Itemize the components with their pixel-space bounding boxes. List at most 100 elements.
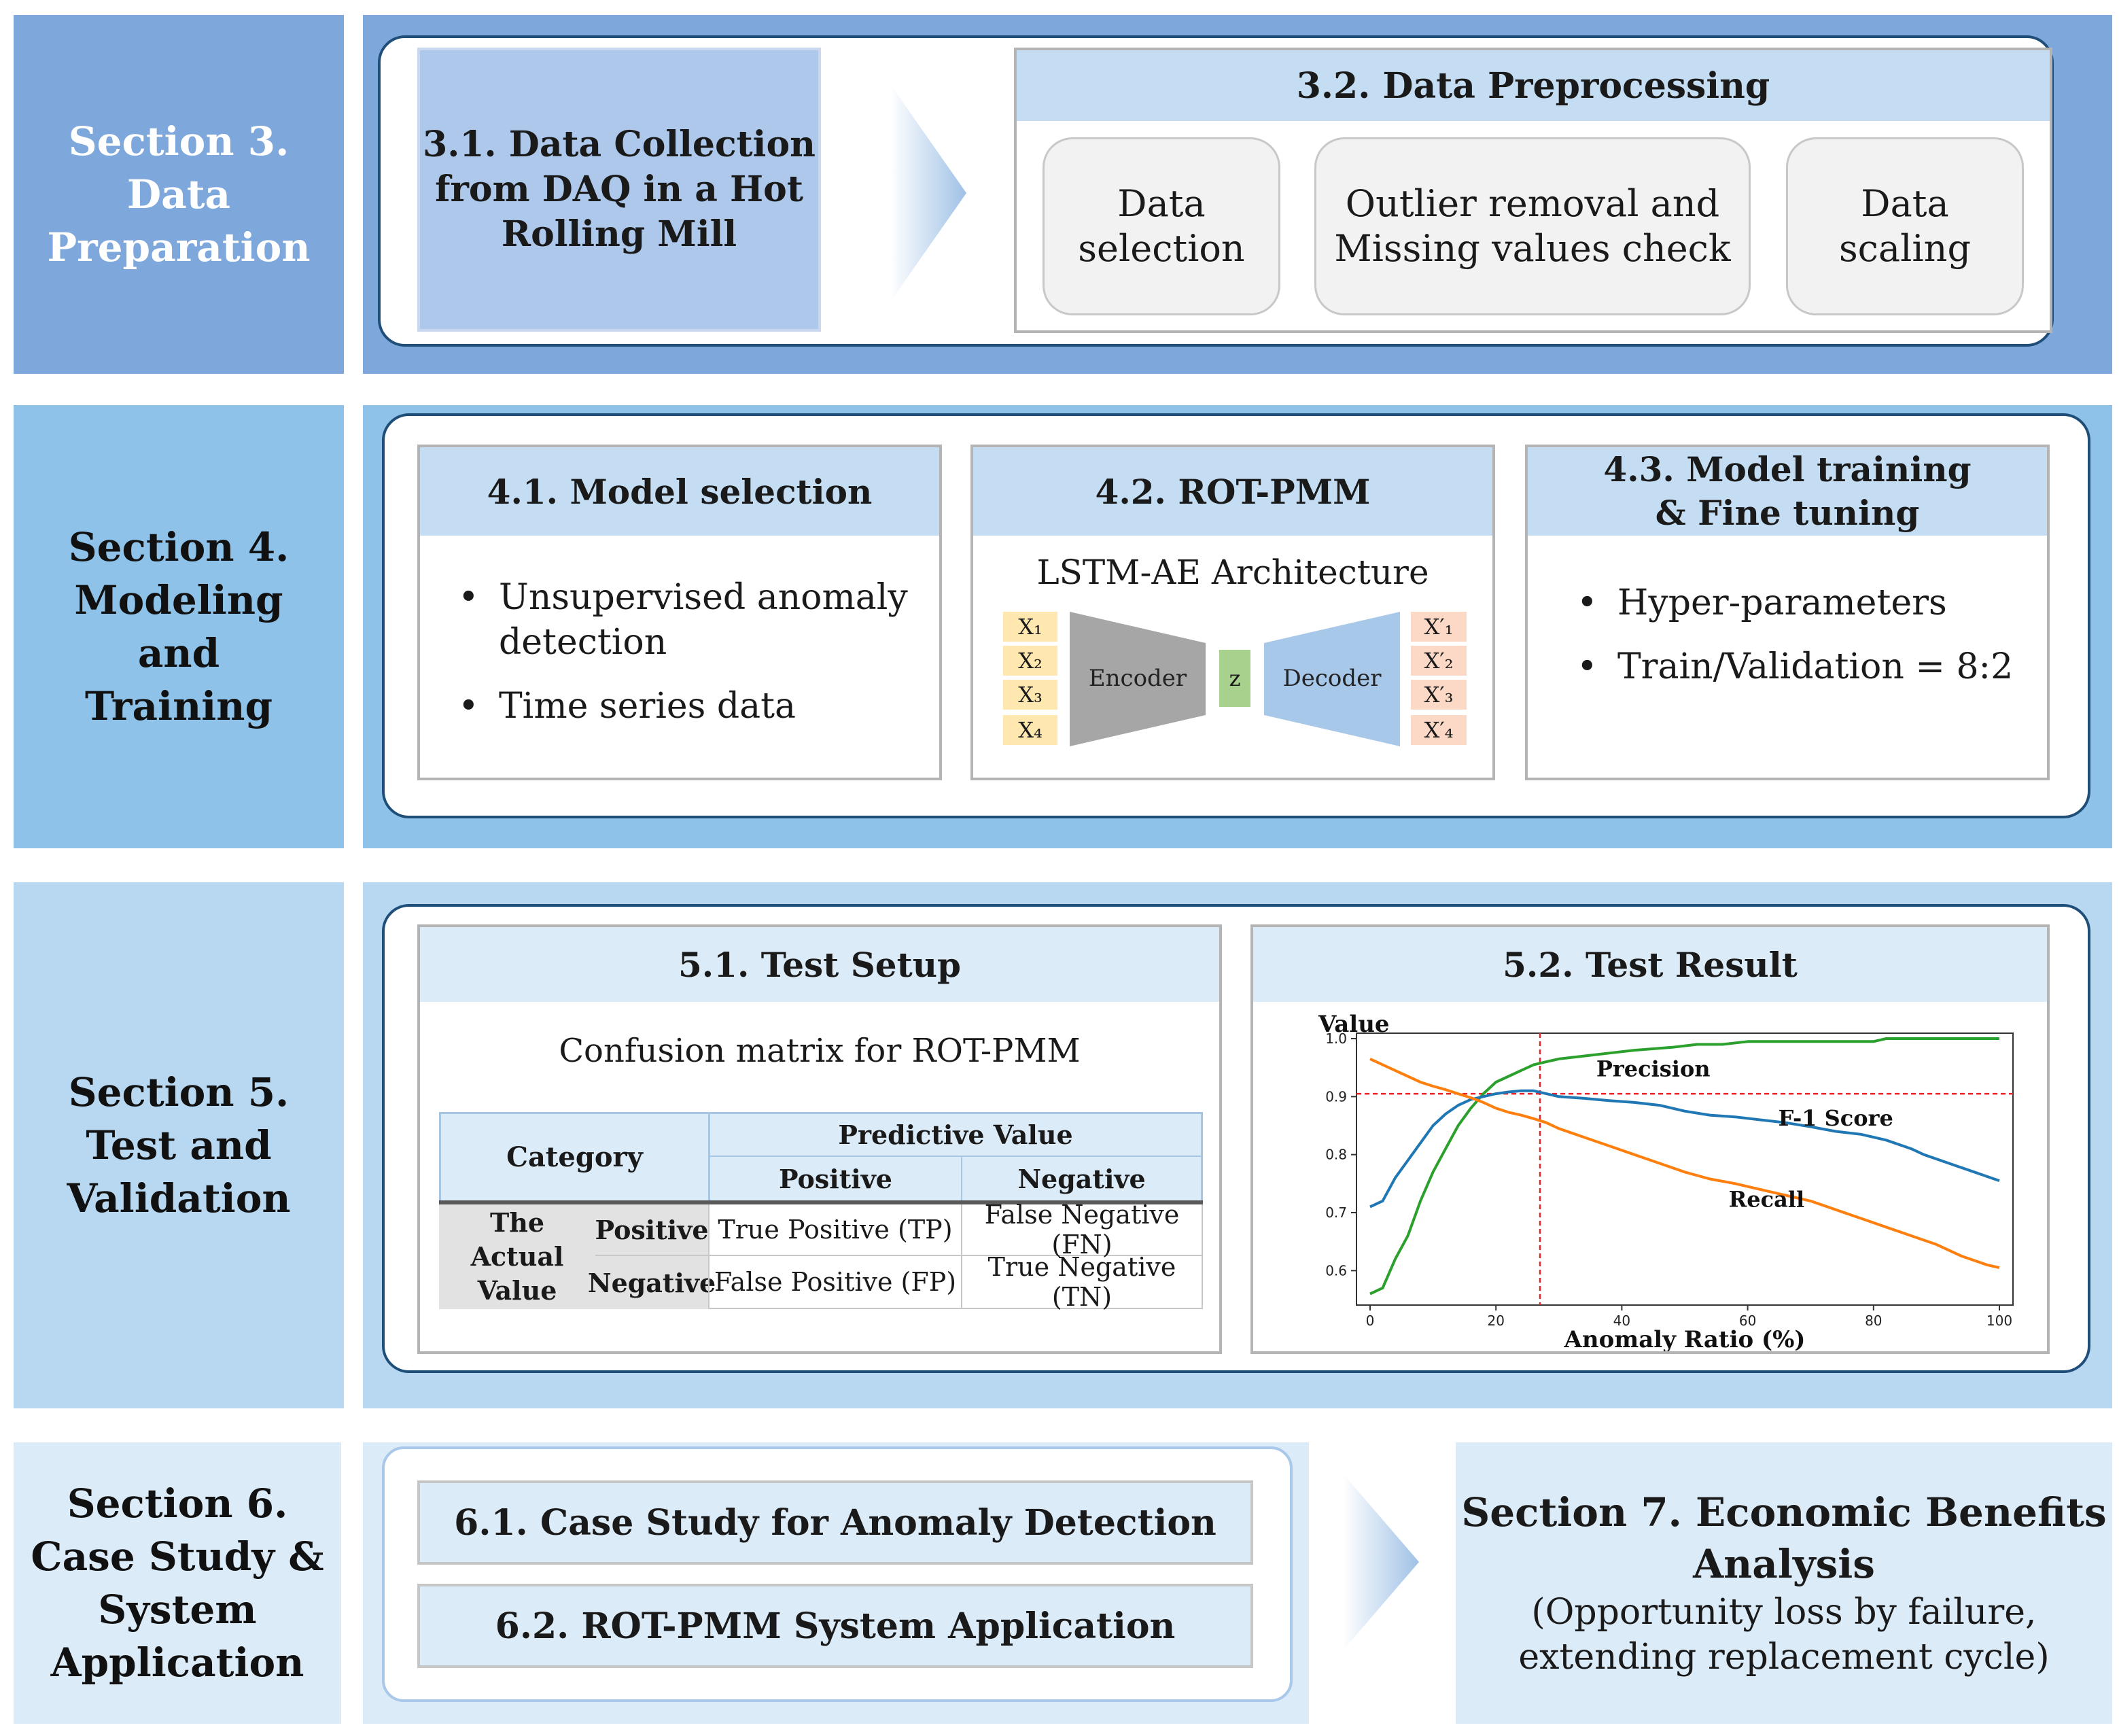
- header-pred-negative: Negative: [962, 1157, 1203, 1200]
- step-text: Missing values check: [1334, 227, 1731, 270]
- y-tick-label: 0.7: [1325, 1204, 1347, 1221]
- section-7-title-line: Analysis: [1693, 1541, 1875, 1587]
- case-study-item: 6.1. Case Study for Anomaly Detection: [417, 1480, 1253, 1565]
- model-training-title-line: 4.3. Model training: [1603, 449, 1972, 489]
- step-text: scaling: [1838, 227, 1972, 270]
- data-collection-title-line: from DAQ in a Hot: [435, 169, 803, 210]
- series-line-recall: [1369, 1058, 2000, 1270]
- section-3-label-line: Data: [126, 171, 231, 218]
- section-6-label-line: System: [98, 1586, 257, 1633]
- lstm-ae-subtitle: LSTM-AE Architecture: [1036, 553, 1429, 592]
- output-stack: X′₁ X′₂ X′₃ X′₄: [1411, 612, 1468, 745]
- cell-false-positive: False Positive (FP): [708, 1256, 962, 1309]
- x-tick-label: 0: [1366, 1313, 1375, 1329]
- section-5-label-line: Test and: [86, 1122, 272, 1168]
- section-7-subtitle-line: (Opportunity loss by failure,: [1531, 1592, 2037, 1633]
- model-training-box: 4.3. Model training & Fine tuning • Hype…: [1525, 445, 2050, 780]
- series-label-recall: Recall: [1729, 1186, 1804, 1212]
- output-x4: X′₄: [1411, 715, 1467, 745]
- model-selection-box: 4.1. Model selection • Unsupervised anom…: [417, 445, 942, 780]
- output-x1: X′₁: [1411, 612, 1467, 642]
- encoder-shape: [1070, 612, 1206, 746]
- model-selection-title: 4.1. Model selection: [420, 447, 939, 536]
- actual-value-line: Value: [477, 1275, 557, 1306]
- table-divider: [439, 1200, 1203, 1204]
- output-x2: X′₂: [1411, 646, 1467, 676]
- input-x3: X₃: [1003, 680, 1057, 710]
- section-3-label: Section 3. Data Preparation: [14, 15, 344, 374]
- step-text: Data: [1117, 182, 1206, 225]
- x-tick-label: 80: [1865, 1313, 1882, 1329]
- section-6-label-line: Application: [50, 1639, 304, 1686]
- x-tick-label: 100: [1986, 1313, 2012, 1329]
- input-stack: X₁ X₂ X₃ X₄: [1003, 612, 1060, 745]
- latent-z: z: [1219, 650, 1250, 707]
- section-7-title-line: Section 7. Economic Benefits: [1461, 1489, 2107, 1535]
- flow-arrow-icon: [1343, 1474, 1419, 1650]
- header-predictive-value: Predictive Value: [708, 1112, 1203, 1157]
- cell-true-negative: True Negative (TN): [962, 1252, 1203, 1312]
- y-tick-label: 0.6: [1325, 1262, 1347, 1279]
- step-text: selection: [1078, 227, 1245, 270]
- header-actual-negative: Negative: [588, 1256, 716, 1309]
- section-4-label-line: Training: [84, 683, 273, 729]
- data-collection-title-line: 3.1. Data Collection: [423, 124, 816, 165]
- test-result-title: 5.2. Test Result: [1253, 927, 2047, 1002]
- section-4-label-line: Section 4.: [68, 524, 290, 570]
- section-6-label: Section 6. Case Study & System Applicati…: [14, 1442, 341, 1724]
- section-5-label-line: Validation: [67, 1175, 291, 1221]
- decoder-label: Decoder: [1282, 665, 1382, 692]
- series-label-precision: Precision: [1596, 1056, 1711, 1081]
- model-training-title-line: & Fine tuning: [1655, 493, 1920, 533]
- confusion-matrix-table: Category Predictive Value Positive Negat…: [439, 1112, 1203, 1312]
- x-axis-label: Anomaly Ratio (%): [1564, 1326, 1806, 1351]
- actual-value-line: The Actual: [470, 1207, 564, 1272]
- test-setup-title: 5.1. Test Setup: [420, 927, 1219, 1002]
- bullet-text: Unsupervised anomaly: [499, 577, 908, 618]
- section-7-box: Section 7. Economic Benefits Analysis (O…: [1456, 1442, 2112, 1724]
- input-x2: X₂: [1003, 646, 1057, 676]
- model-selection-bullets: • Unsupervised anomaly detection • Time …: [458, 575, 920, 729]
- bullet-item: • Train/Validation = 8:2: [1577, 644, 2039, 689]
- model-training-title: 4.3. Model training & Fine tuning: [1528, 447, 2047, 536]
- data-collection-title-line: Rolling Mill: [501, 213, 737, 255]
- data-preprocessing-title: 3.2. Data Preprocessing: [1017, 50, 2050, 121]
- series-line-precision: [1369, 1037, 1999, 1296]
- bullet-text: Train/Validation = 8:2: [1617, 646, 2014, 687]
- cell-false-negative: False Negative (FN): [962, 1200, 1203, 1260]
- input-x4: X₄: [1003, 715, 1057, 745]
- header-actual-positive: Positive: [595, 1204, 709, 1256]
- section-3-label-line: Section 3.: [68, 118, 290, 164]
- step-text: Data: [1861, 182, 1949, 225]
- section-4-label: Section 4. Modeling and Training: [14, 405, 344, 848]
- bullet-item: • Unsupervised anomaly detection: [458, 575, 920, 665]
- section-6-label-line: Section 6.: [67, 1480, 288, 1527]
- y-tick-label: 0.8: [1325, 1147, 1347, 1163]
- series-label-f-1-score: F-1 Score: [1779, 1105, 1893, 1131]
- flow-arrow-icon: [890, 84, 966, 302]
- y-tick-label: 1.0: [1325, 1030, 1347, 1047]
- data-collection-box: 3.1. Data Collection from DAQ in a Hot R…: [417, 48, 821, 332]
- rot-pmm-title: 4.2. ROT-PMM: [973, 447, 1492, 536]
- encoder-label: Encoder: [1088, 665, 1187, 692]
- x-tick-label: 60: [1739, 1313, 1756, 1329]
- bullet-item: • Time series data: [458, 684, 920, 729]
- cell-true-positive: True Positive (TP): [708, 1204, 962, 1256]
- section-6-label-line: Case Study &: [31, 1533, 324, 1580]
- y-axis-label: Value: [1318, 1011, 1390, 1038]
- bullet-text: Hyper-parameters: [1617, 583, 1947, 623]
- y-tick-label: 0.9: [1325, 1088, 1347, 1105]
- header-pred-positive: Positive: [708, 1157, 962, 1200]
- section-4-label-line: and: [137, 630, 220, 676]
- section-7-title: Section 7. Economic Benefits Analysis: [1461, 1487, 2106, 1590]
- x-tick-label: 20: [1487, 1313, 1504, 1329]
- header-actual-value: The Actual Value: [439, 1204, 595, 1309]
- rot-pmm-box: 4.2. ROT-PMM LSTM-AE Architecture: [970, 445, 1495, 780]
- plot-area: [1356, 1032, 2014, 1306]
- model-training-bullets: • Hyper-parameters • Train/Validation = …: [1577, 580, 2039, 689]
- header-category: Category: [439, 1112, 708, 1200]
- output-x3: X′₃: [1411, 680, 1467, 710]
- section-5-label-line: Section 5.: [68, 1069, 290, 1115]
